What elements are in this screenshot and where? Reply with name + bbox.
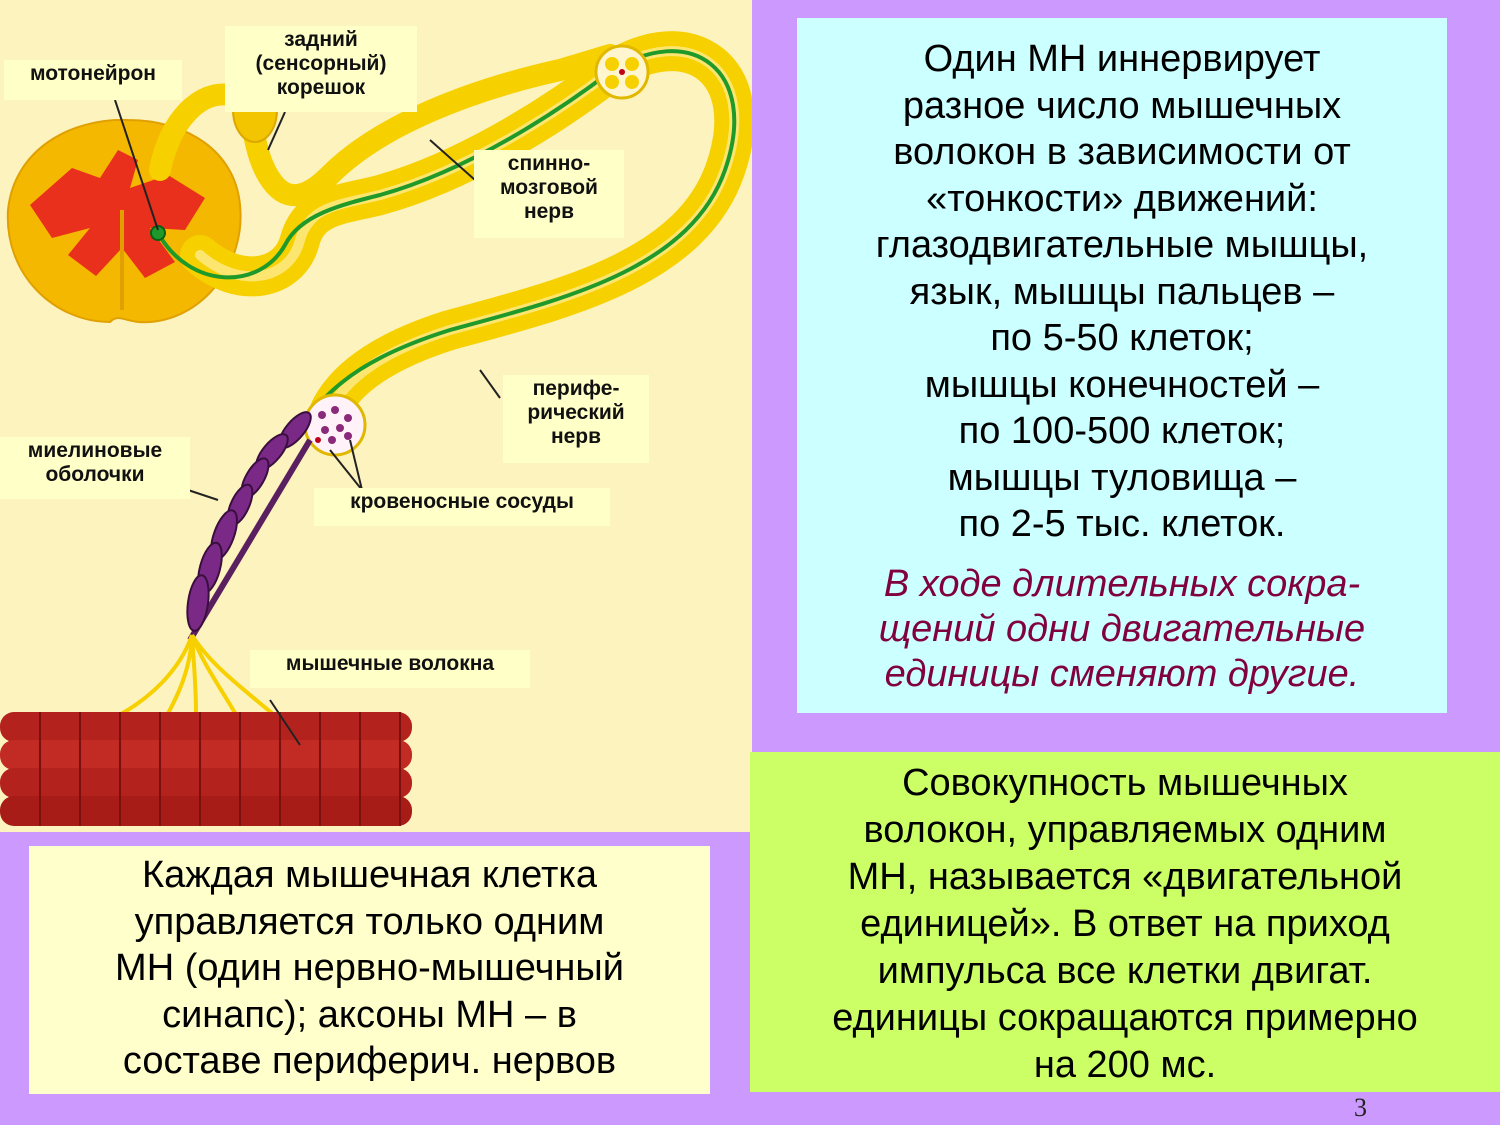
info-italic-text: В ходе длительных сокра- щений одни двиг… — [878, 562, 1366, 695]
label-myelin-sheaths: миелиновые оболочки — [0, 437, 190, 499]
label-spinal-nerve: спинно- мозговой нерв — [474, 150, 624, 238]
label-dorsal-root: задний (сенсорный) корешок — [225, 26, 417, 112]
motoneuron-body — [150, 225, 166, 241]
nerve-cross-section-top — [594, 44, 650, 100]
spinal-cord-section — [6, 118, 242, 324]
dorsal-root-shape — [149, 44, 621, 206]
info-main-text: Один МН иннервирует разное число мышечны… — [875, 38, 1369, 545]
muscle-fiber-bundle — [0, 712, 412, 826]
figure-illustration — [0, 31, 752, 826]
label-peripheral-nerve: перифе- рический нерв — [503, 375, 649, 463]
label-blood-vessels: кровеносные сосуды — [314, 488, 610, 526]
label-motoneuron: мотонейрон — [4, 60, 182, 100]
nerve-cross-section-bottom — [303, 393, 367, 457]
label-muscle-fibers: мышечные волокна — [250, 650, 530, 688]
motor-unit-definition-box: Совокупность мышечных волокон, управляем… — [750, 752, 1500, 1092]
muscle-cell-control-box: Каждая мышечная клетка управляется тольк… — [29, 846, 710, 1094]
neuron-muscle-figure: мотонейрон задний (сенсорный) корешок сп… — [0, 0, 752, 832]
myelinated-axon — [186, 411, 313, 642]
leader-lines — [114, 99, 501, 746]
axon-path — [156, 49, 737, 432]
page-number: 3 — [1354, 1093, 1367, 1122]
motor-neuron-info-box: Один МН иннервирует разное число мышечны… — [797, 18, 1447, 713]
